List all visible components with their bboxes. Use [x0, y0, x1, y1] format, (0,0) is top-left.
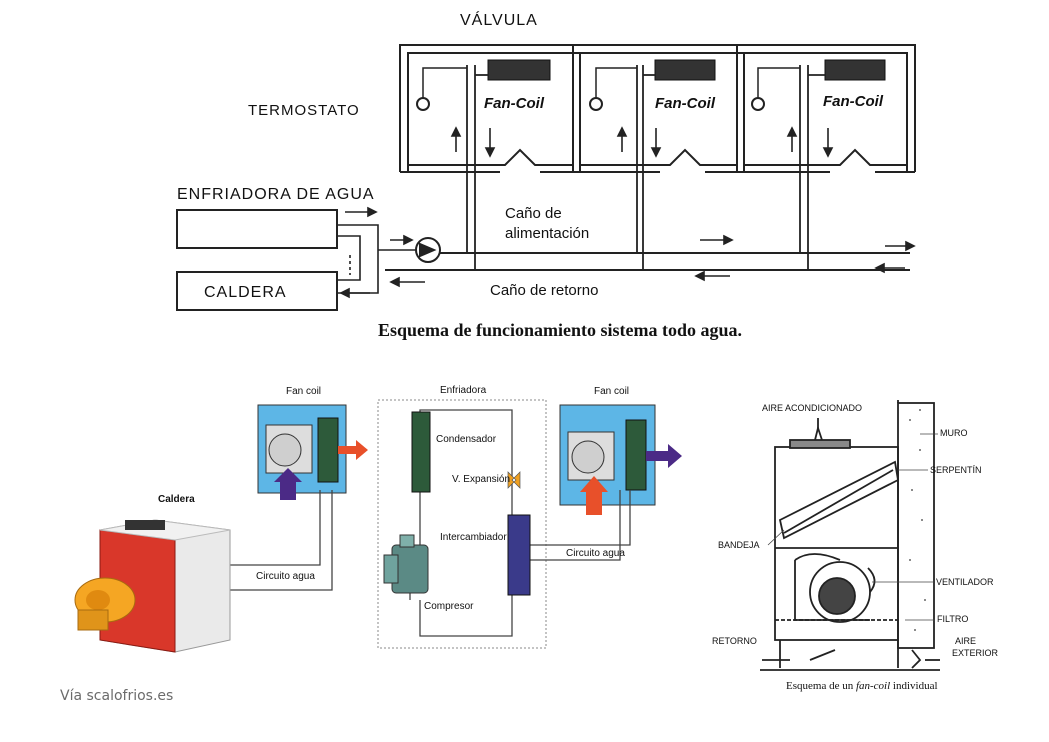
label-serpentin: SERPENTÍN	[930, 465, 982, 475]
label-aire-exterior-2: EXTERIOR	[952, 648, 999, 658]
heat-exchanger	[507, 514, 531, 596]
label-cano-alimentacion-1: Caño de	[505, 205, 562, 222]
label-circuito-right: Circuito agua	[566, 548, 625, 559]
label-fan-coil-2: Fan-Coil	[655, 95, 715, 112]
source-credit: Vía scalofrios.es	[60, 688, 174, 704]
label-retorno: RETORNO	[712, 636, 757, 646]
wall-texture	[909, 409, 926, 631]
label-enfriadora: ENFRIADORA DE AGUA	[177, 186, 375, 203]
label-ventilador: VENTILADOR	[936, 577, 994, 587]
left-fan-coil-unit	[257, 404, 368, 500]
caption-top: Esquema de funcionamiento sistema todo a…	[378, 320, 743, 340]
label-enfriadora-box: Enfriadora	[440, 385, 487, 396]
label-bandeja: BANDEJA	[718, 540, 760, 550]
thermostat-wires	[422, 67, 800, 98]
label-fan-coil-3: Fan-Coil	[823, 93, 883, 110]
right-diagram-leaders	[767, 433, 938, 621]
caption-right: Esquema de un fan-coil individual	[786, 680, 938, 692]
label-filtro: FILTRO	[937, 614, 969, 624]
label-cano-retorno: Caño de retorno	[490, 282, 599, 299]
individual-fan-coil-diagram	[760, 400, 940, 671]
caption-right-post: individual	[890, 680, 938, 692]
label-fan-coil-right: Fan coil	[594, 386, 630, 397]
plant-connections	[337, 224, 416, 294]
label-aire-exterior-1: AIRE	[955, 636, 977, 646]
label-circuito-left: Circuito agua	[256, 571, 315, 582]
label-muro: MURO	[940, 428, 968, 438]
label-expansion: V. Expansión	[452, 474, 511, 485]
room-airflow-arrows	[450, 126, 834, 158]
warm-return-arrow	[580, 476, 608, 515]
label-fan-coil-1: Fan-Coil	[484, 95, 544, 112]
label-compresor: Compresor	[424, 601, 474, 612]
cold-air-arrow	[274, 468, 302, 500]
label-aire-acondicionado: AIRE ACONDICIONADO	[762, 403, 863, 413]
label-intercambiador: Intercambiador	[440, 532, 507, 543]
fan-coil-units	[487, 59, 886, 81]
label-caldera-box: Caldera	[158, 494, 195, 505]
label-cano-alimentacion-2: alimentación	[505, 225, 590, 242]
label-fan-coil-left: Fan coil	[286, 386, 322, 397]
label-termostato: TERMOSTATO	[248, 102, 360, 119]
caption-right-em: fan-coil	[855, 680, 891, 692]
caption-right-pre: Esquema de un	[786, 680, 856, 692]
riser-pipes	[466, 65, 825, 270]
building-walls	[399, 44, 916, 173]
label-valvula: VÁLVULA	[460, 12, 538, 29]
label-condensador: Condensador	[436, 434, 497, 445]
pump-icon	[415, 237, 441, 263]
chiller-dashed-box	[377, 399, 547, 649]
label-caldera: CALDERA	[204, 284, 287, 301]
expansion-valve-icon	[507, 471, 521, 489]
cold-supply-arrow	[646, 444, 682, 468]
compressor	[383, 534, 429, 594]
main-pipes	[385, 252, 910, 271]
condenser-coil	[411, 411, 431, 493]
plant-boxes	[176, 209, 338, 311]
boiler-image	[74, 519, 231, 653]
hot-air-arrow	[338, 440, 368, 460]
right-fan-coil-unit	[559, 404, 682, 515]
